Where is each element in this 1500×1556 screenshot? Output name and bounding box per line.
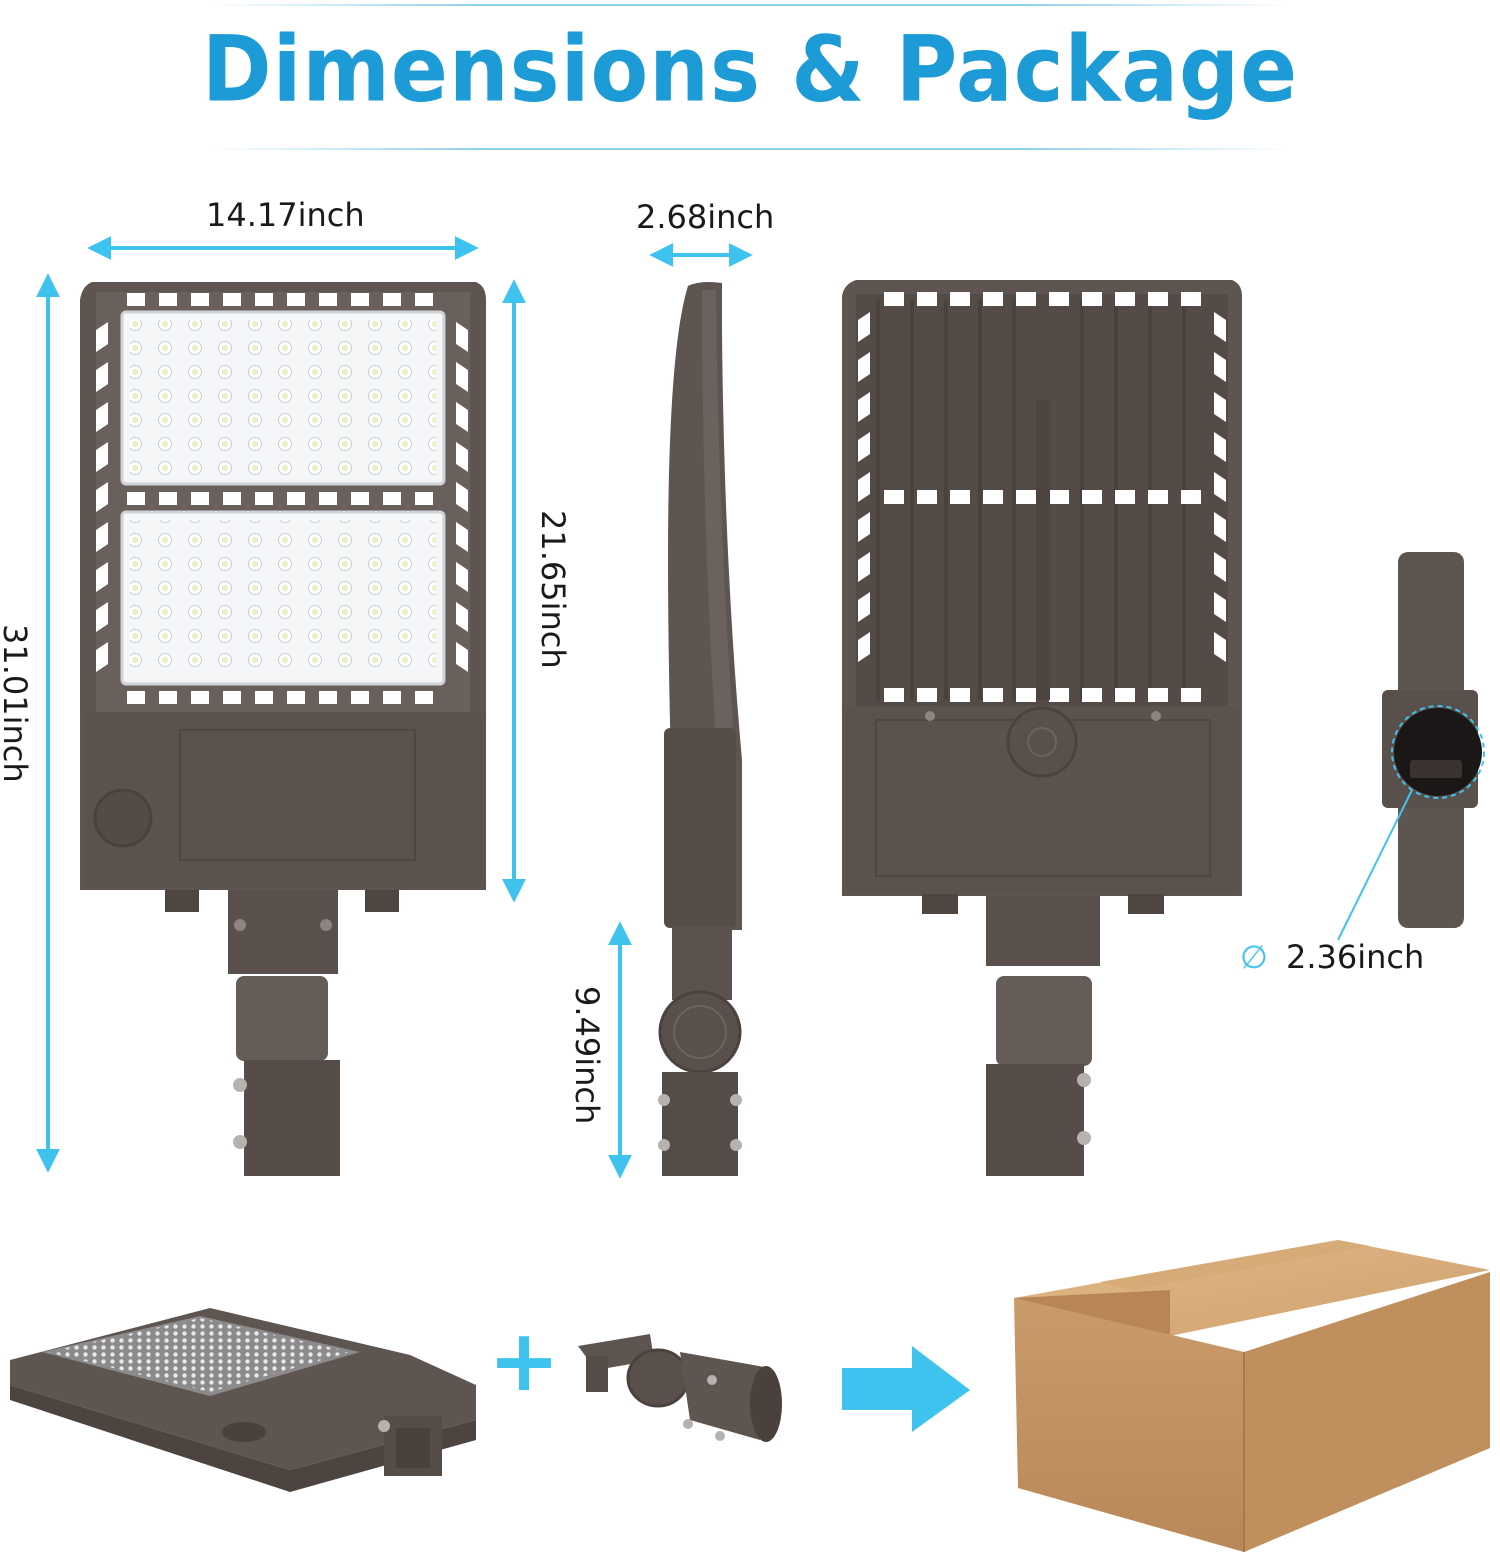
front-view-fixture [80, 282, 486, 1176]
side-view-fixture [658, 282, 742, 1176]
width-label: 14.17inch [206, 196, 365, 234]
plus-icon: + [488, 1311, 561, 1411]
total-height-label: 31.01inch [0, 624, 34, 783]
title-divider [210, 148, 1290, 150]
back-view-fixture [842, 280, 1242, 1176]
package-bracket [578, 1334, 782, 1442]
top-divider [210, 4, 1290, 6]
fixture-height-label: 21.65inch [534, 510, 572, 669]
page-title: Dimensions & Package [201, 16, 1299, 122]
arrow-right-icon [842, 1346, 970, 1432]
package-fixture [10, 1308, 476, 1492]
package-box [1014, 1240, 1490, 1552]
slip-fitter-view [1337, 552, 1485, 941]
slip-fitter-label: 2.36inch [1286, 938, 1425, 976]
bracket-height-label: 9.49inch [568, 986, 606, 1125]
diameter-icon: ∅ [1240, 938, 1268, 976]
dimension-arrows [36, 236, 753, 1179]
depth-label: 2.68inch [636, 198, 775, 236]
